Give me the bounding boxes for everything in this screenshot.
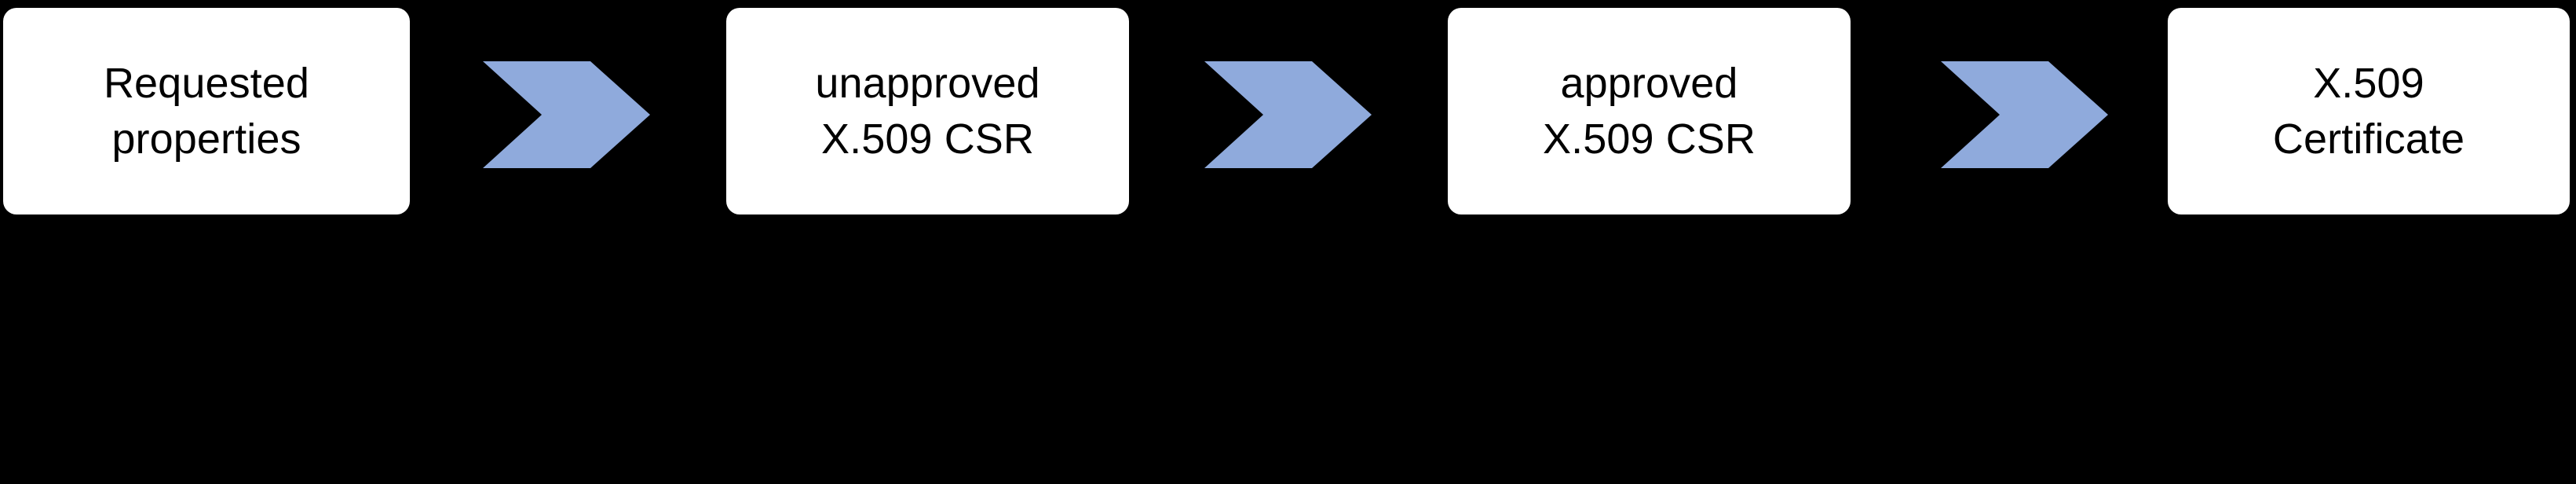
step-label-line1: X.509 (2313, 60, 2424, 108)
step-box-unapproved-csr[interactable]: unapproved X.509 CSR (726, 8, 1129, 214)
chevron-right-glyph (483, 61, 650, 168)
chevron-right-icon (483, 61, 650, 168)
step-label-line2: Certificate (2272, 115, 2465, 163)
chevron-right-icon (1941, 61, 2108, 168)
step-label-line2: X.509 CSR (1542, 115, 1756, 163)
step-box-requested-properties[interactable]: Requested properties (3, 8, 410, 214)
step-box-x509-certificate[interactable]: X.509 Certificate (2168, 8, 2570, 214)
step-label-line1: approved (1560, 60, 1738, 108)
chevron-right-icon (1204, 61, 1372, 168)
chevron-right-glyph (1941, 61, 2108, 168)
step-label-line2: properties (111, 115, 301, 163)
step-label-line1: Requested (103, 60, 310, 108)
chevron-right-glyph (1204, 61, 1372, 168)
step-label-line1: unapproved (815, 60, 1040, 108)
step-box-approved-csr[interactable]: approved X.509 CSR (1448, 8, 1851, 214)
step-label-line2: X.509 CSR (820, 115, 1035, 163)
